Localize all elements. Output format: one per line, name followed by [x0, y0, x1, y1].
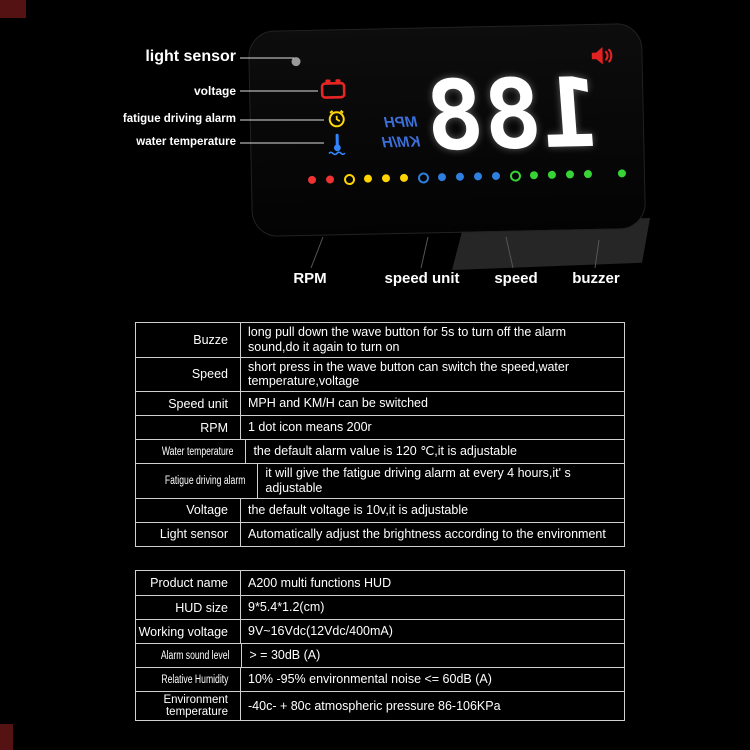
row-value-cell: -40c- + 80c atmospheric pressure 86-106K…	[248, 698, 501, 713]
row-label-cell: Buzze	[136, 323, 241, 357]
row-value-cell: it will give the fatigue driving alarm a…	[265, 466, 571, 495]
table-row: HUD size 9*5.4*1.2(cm)	[136, 595, 624, 619]
indicator-dot	[529, 171, 539, 180]
row-label: Buzze	[193, 332, 228, 347]
label-rpm: RPM	[293, 270, 327, 287]
indicator-icon-dot	[343, 173, 356, 185]
label-voltage: voltage	[193, 84, 236, 98]
row-label: Fatigue driving alarm	[164, 474, 246, 487]
row-value-cell: the default alarm value is 120 ℃,it is a…	[253, 444, 517, 459]
table-row: Speed unit MPH and KM/H can be switched	[136, 391, 624, 415]
indicator-dot	[363, 174, 373, 183]
table-row: Relative Humidity 10% -95% environmental…	[136, 667, 624, 691]
row-label: Environment temperature	[163, 694, 228, 718]
indicator-dot	[473, 172, 483, 181]
row-label: HUD size	[175, 600, 228, 615]
indicator-dot	[583, 169, 593, 179]
row-label-cell: Water temperature	[136, 440, 247, 463]
alarm-clock-icon	[328, 109, 345, 128]
table-row: Light sensor Automatically adjust the br…	[136, 521, 624, 546]
light-sensor-dot-icon	[291, 57, 301, 67]
corner-mark-bottom-left	[0, 724, 13, 750]
row-label-cell: Environment temperature	[136, 692, 241, 720]
row-label: Light sensor	[159, 527, 228, 541]
row-value-cell: 9*5.4*1.2(cm)	[248, 600, 325, 615]
indicator-dot	[381, 174, 391, 183]
row-value-cell: short press in the wave button can switc…	[248, 359, 570, 389]
row-label: Voltage	[186, 503, 228, 517]
indicator-dot	[455, 172, 465, 181]
indicator-dot	[325, 175, 335, 184]
indicator-dot	[617, 169, 627, 178]
hud-device: MPH KM/H 188	[247, 22, 647, 238]
row-label-cell: HUD size	[136, 596, 241, 619]
table-row: RPM 1 dot icon means 200r	[136, 415, 624, 439]
row-value-cell: MPH and KM/H can be switched	[248, 396, 428, 411]
table-row: Alarm sound level > = 30dB (A)	[136, 643, 624, 667]
row-label: Water temperature	[161, 445, 234, 458]
row-label-cell: Voltage	[136, 498, 241, 522]
battery-icon	[320, 79, 346, 99]
rpm-indicator-dots	[307, 166, 638, 187]
label-fatigue-driving-alarm: fatigue driving alarm	[122, 113, 236, 125]
buzzer-speaker-icon	[591, 47, 613, 65]
row-label: Product name	[150, 576, 228, 590]
row-label: Speed unit	[168, 396, 228, 411]
indicator-dot	[399, 173, 409, 182]
table-row: Voltage the default voltage is 10v,it is…	[136, 497, 624, 522]
row-value-cell: 10% -95% environmental noise <= 60dB (A)	[248, 672, 492, 687]
indicator-dot	[547, 170, 557, 179]
table-row: Working voltage 9V~16Vdc(12Vdc/400mA)	[136, 619, 624, 643]
row-label: Speed	[191, 367, 228, 382]
table-row: Speed short press in the wave button can…	[136, 356, 624, 391]
row-value-cell: the default voltage is 10v,it is adjusta…	[248, 502, 469, 517]
row-label: Relative Humidity	[160, 673, 228, 686]
row-label-cell: Relative Humidity	[136, 668, 241, 691]
row-label-cell: Working voltage	[136, 620, 241, 643]
table-row: Fatigue driving alarm it will give the f…	[136, 463, 624, 498]
row-value-cell: Automatically adjust the brightness acco…	[248, 526, 606, 541]
indicator-dot	[307, 175, 317, 184]
indicator-dot	[491, 171, 501, 181]
row-value-cell: long pull down the wave button for 5s to…	[248, 325, 567, 354]
spec-table: Product name A200 multi functions HUD HU…	[135, 570, 625, 721]
row-label-cell: Alarm sound level	[136, 644, 243, 667]
row-value-cell: 9V~16Vdc(12Vdc/400mA)	[248, 624, 393, 639]
label-speed-unit: speed unit	[384, 270, 460, 287]
indicator-dot	[565, 170, 575, 179]
row-label-cell: Product name	[136, 571, 241, 595]
corner-mark-top-left	[0, 0, 26, 18]
indicator-dot	[437, 173, 447, 182]
row-label-cell: Speed	[136, 357, 241, 391]
row-label-cell: Fatigue driving alarm	[136, 464, 259, 498]
thermometer-icon	[328, 133, 346, 156]
table-row: Water temperature the default alarm valu…	[136, 439, 624, 463]
speed-digits: 188	[421, 56, 604, 173]
row-label: Working voltage	[138, 624, 228, 639]
table-row: Environment temperature -40c- + 80c atmo…	[136, 691, 624, 720]
indicator-icon-dot	[509, 169, 522, 182]
row-label: Alarm sound level	[160, 649, 230, 662]
row-label-cell: Light sensor	[136, 522, 241, 546]
row-label-cell: Speed unit	[136, 392, 241, 415]
label-water-temperature: water temperature	[136, 136, 236, 148]
feature-table: Buzze long pull down the wave button for…	[135, 322, 625, 547]
table-row: Buzze long pull down the wave button for…	[136, 323, 624, 357]
table-row: Product name A200 multi functions HUD	[136, 571, 624, 595]
label-speed: speed	[494, 270, 538, 287]
row-value-cell: A200 multi functions HUD	[248, 575, 392, 590]
row-label: RPM	[200, 420, 228, 435]
label-light-sensor: light sensor	[145, 48, 236, 65]
row-value-cell: 1 dot icon means 200r	[248, 420, 372, 435]
row-value-cell: > = 30dB (A)	[249, 648, 321, 663]
row-label-cell: RPM	[136, 416, 241, 439]
label-buzzer: buzzer	[572, 270, 620, 287]
indicator-icon-dot	[417, 171, 430, 184]
